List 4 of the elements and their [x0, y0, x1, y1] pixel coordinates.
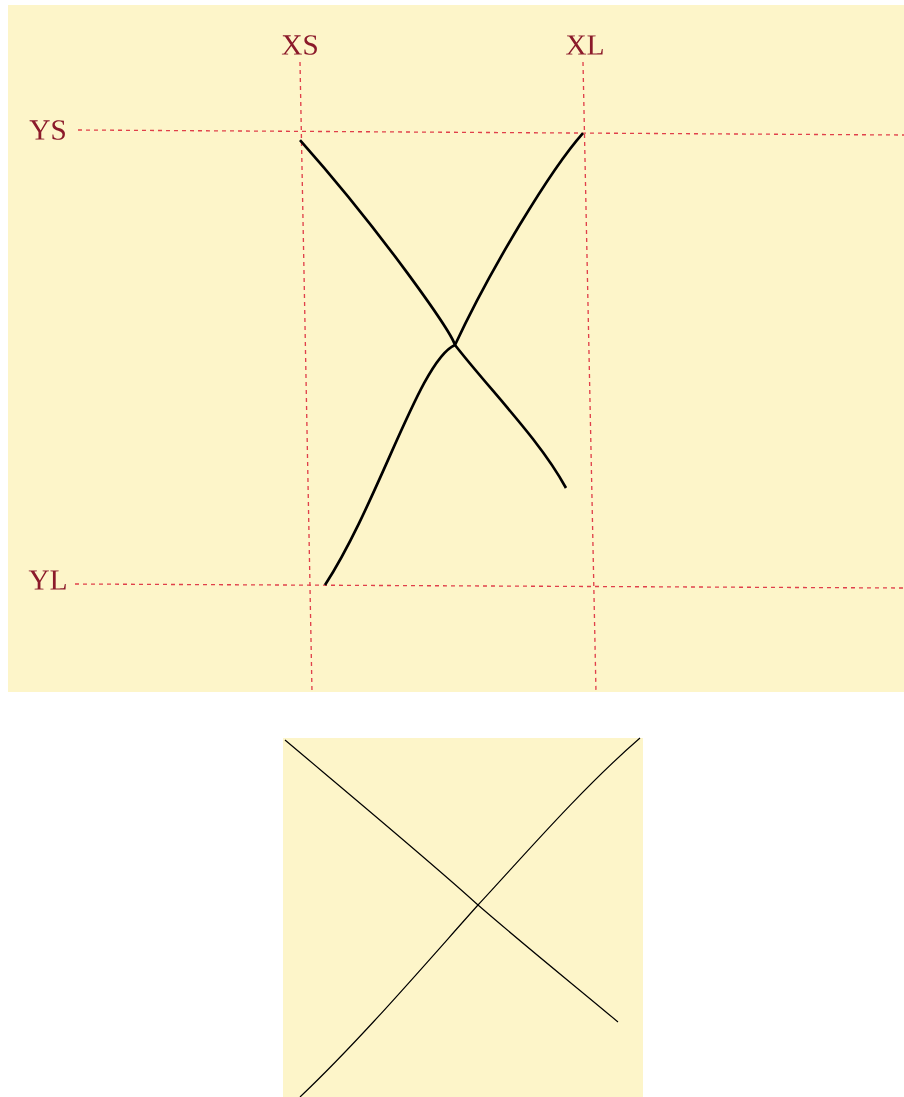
axis-label: XS — [281, 35, 317, 55]
axis-label: XL — [566, 35, 603, 55]
axis-label: YS — [29, 120, 65, 140]
axis-label: YL — [28, 570, 66, 590]
